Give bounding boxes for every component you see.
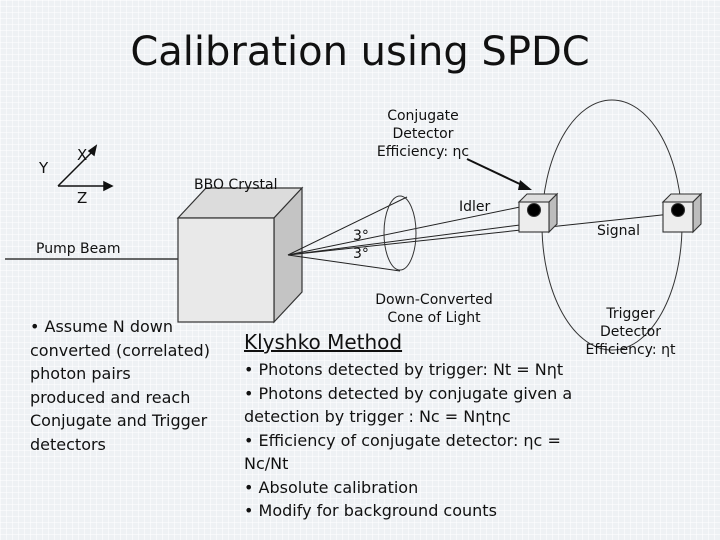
trigger-label-line-1: Trigger [606, 306, 655, 322]
assumption-line-1: • Assume N down [30, 317, 174, 336]
assumption-bullet: • Assume N down converted (correlated) p… [30, 315, 230, 456]
cone-label: Down-Converted Cone of Light [354, 291, 514, 327]
axis-y-label: Y [39, 159, 49, 177]
trigger-detector-label: Trigger Detector Efficiency: ηt [578, 305, 683, 360]
klyshko-line-7: • Modify for background counts [244, 501, 497, 520]
cone-lines [287, 196, 681, 272]
trigger-detector [661, 192, 703, 234]
klyshko-line-3: detection by trigger : Nc = Nηtηc [244, 407, 511, 426]
conjugate-detector-label: Conjugate Detector Efficiency: ηc [373, 107, 473, 162]
cone-label-line-2: Cone of Light [387, 310, 481, 327]
conjugate-label-line-1: Conjugate [387, 108, 459, 124]
klyshko-line-5: Nc/Nt [244, 454, 289, 473]
axis-x-label: X [77, 146, 88, 164]
klyshko-method-title: Klyshko Method [244, 330, 403, 354]
angle-top-label: 3° [353, 228, 369, 244]
bbo-crystal-label: BBO Crystal [194, 177, 278, 193]
assumption-line-3: photon pairs [30, 364, 131, 383]
bbo-crystal-cube [176, 186, 304, 324]
axis-z-label: Z [77, 189, 88, 207]
klyshko-bullets: • Photons detected by trigger: Nt = Nηt … [244, 358, 584, 523]
pump-beam-label: Pump Beam [36, 241, 121, 257]
klyshko-line-1: • Photons detected by trigger: Nt = Nηt [244, 360, 564, 379]
klyshko-line-6: • Absolute calibration [244, 477, 419, 497]
trigger-label-line-3: Efficiency: ηt [585, 342, 676, 359]
trigger-label-line-2: Detector [599, 324, 661, 341]
slide-title: Calibration using SPDC [130, 29, 590, 75]
klyshko-line-4: • Efficiency of conjugate detector: ηc = [244, 430, 561, 450]
klyshko-line-2: • Photons detected by conjugate given a [244, 383, 573, 403]
assumption-line-5: Conjugate and Trigger [30, 411, 208, 430]
assumption-line-2: converted (correlated) [30, 340, 210, 360]
idler-label: Idler [459, 199, 491, 215]
signal-label: Signal [597, 223, 641, 239]
coordinate-axes [57, 144, 114, 192]
cone-label-line-1: Down-Converted [375, 292, 493, 308]
angle-bottom-label: 3° [353, 246, 369, 262]
assumption-line-4: produced and reach [30, 387, 191, 407]
conjugate-label-line-3: Efficiency: ηc [376, 144, 470, 161]
assumption-line-6: detectors [30, 434, 106, 454]
conjugate-label-line-2: Detector [392, 126, 454, 143]
conjugate-detector [517, 192, 559, 234]
conjugate-arrow [466, 158, 532, 190]
